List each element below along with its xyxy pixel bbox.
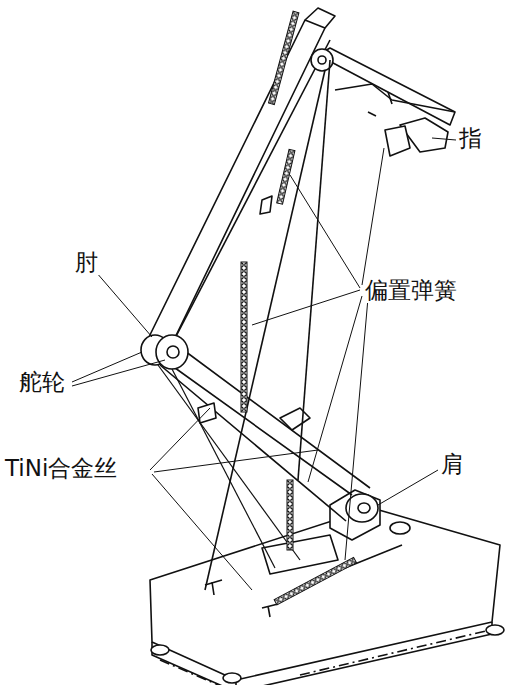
- part-label: 肘: [74, 250, 99, 275]
- part-label: TiNi合金丝: [4, 456, 118, 481]
- part-label: 偏置弹簧: [364, 278, 458, 303]
- part-label: 肩: [440, 452, 465, 477]
- part-label: 指: [458, 126, 483, 151]
- part-label: 舵轮: [18, 370, 66, 395]
